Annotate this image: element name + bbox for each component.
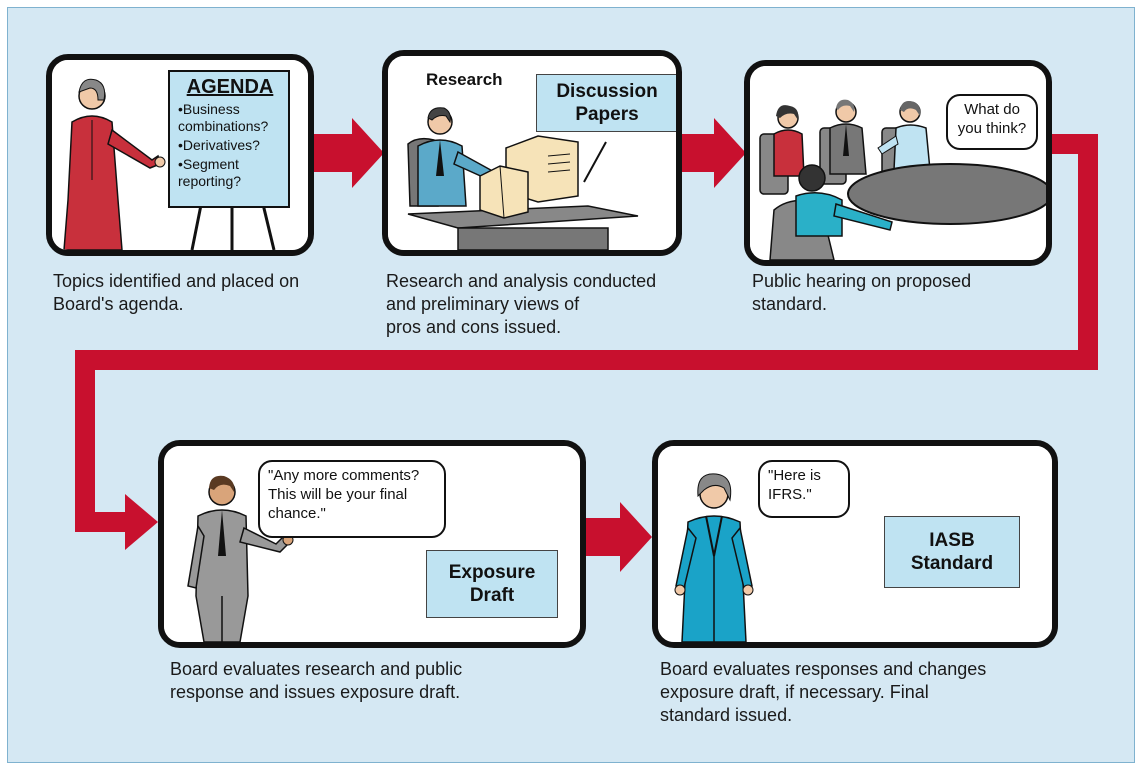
agenda-item-segment-reporting: •Segment reporting? xyxy=(178,156,242,189)
agenda-title: AGENDA xyxy=(186,76,274,98)
agenda-board: AGENDA •Business combinations? •Derivati… xyxy=(168,70,290,208)
panel-exposure-draft: "Any more comments? This will be your fi… xyxy=(158,440,586,648)
caption-step5: Board evaluates responses and changes ex… xyxy=(660,659,987,725)
hearing-illustration xyxy=(750,66,1046,260)
arrow-step4-to-step5 xyxy=(586,502,652,572)
tag-exposure-draft: Exposure Draft xyxy=(426,550,558,618)
speech-bubble-here-is-ifrs: "Here is IFRS." xyxy=(758,460,850,518)
caption-step1: Topics identified and placed on Board's … xyxy=(53,271,300,314)
speech-bubble-any-more-comments: "Any more comments? This will be your fi… xyxy=(258,460,446,538)
tag-iasb-standard: IASB Standard xyxy=(884,516,1020,588)
tag-discussion-papers: Discussion Papers xyxy=(536,74,676,132)
caption-step2: Research and analysis conducted and prel… xyxy=(386,271,657,337)
research-label: Research xyxy=(426,70,503,89)
panel-research: Research Discussion Papers xyxy=(382,50,682,256)
connector-step3-to-step4 xyxy=(75,134,1098,550)
agenda-item-business-combinations: •Business combinations? xyxy=(178,101,269,134)
arrow-step2-to-step3 xyxy=(682,118,746,188)
caption-step3: Public hearing on proposed standard. xyxy=(752,271,972,314)
researcher-illustration xyxy=(388,56,676,250)
diagram-canvas: AGENDA •Business combinations? •Derivati… xyxy=(7,7,1135,763)
caption-step4: Board evaluates research and public resp… xyxy=(170,659,463,702)
arrow-step1-to-step2 xyxy=(314,118,384,188)
flow-arrows xyxy=(75,118,1098,572)
panel-public-hearing: What do you think? xyxy=(744,60,1052,266)
agenda-item-derivatives: •Derivatives? xyxy=(178,137,260,153)
panel-iasb-standard: "Here is IFRS." IASB Standard xyxy=(652,440,1058,648)
speech-bubble-what-do-you-think: What do you think? xyxy=(946,94,1038,150)
panel-agenda: AGENDA •Business combinations? •Derivati… xyxy=(46,54,314,256)
